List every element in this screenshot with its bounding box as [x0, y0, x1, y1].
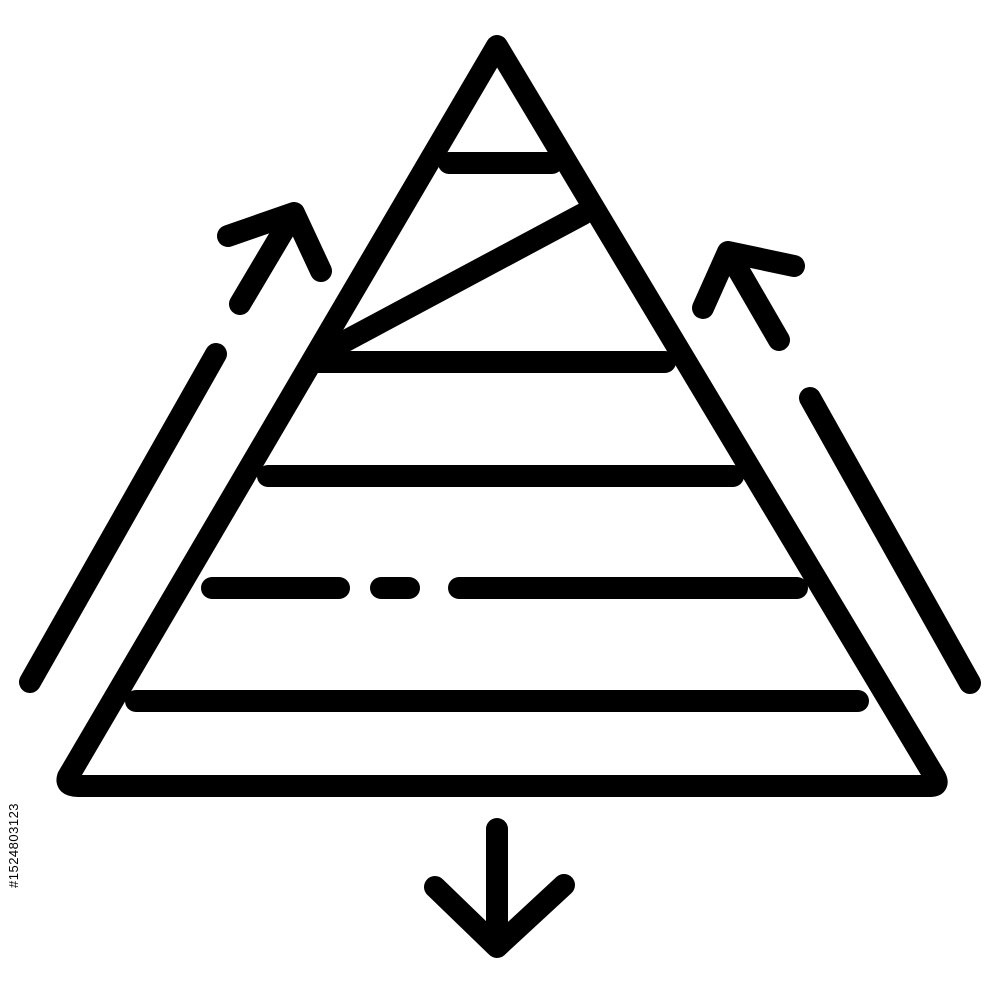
pyramid-diagonal-line — [327, 203, 594, 356]
arrow-up-right-shaft — [799, 387, 981, 694]
arrow-up-left-head — [217, 202, 332, 315]
stock-id-label: #1524803123 — [6, 802, 21, 888]
arrow-down-head — [424, 874, 575, 958]
arrow-up-left-shaft — [19, 343, 227, 693]
pyramid-outline — [56, 35, 948, 797]
arrow-up-right-head — [692, 241, 805, 351]
